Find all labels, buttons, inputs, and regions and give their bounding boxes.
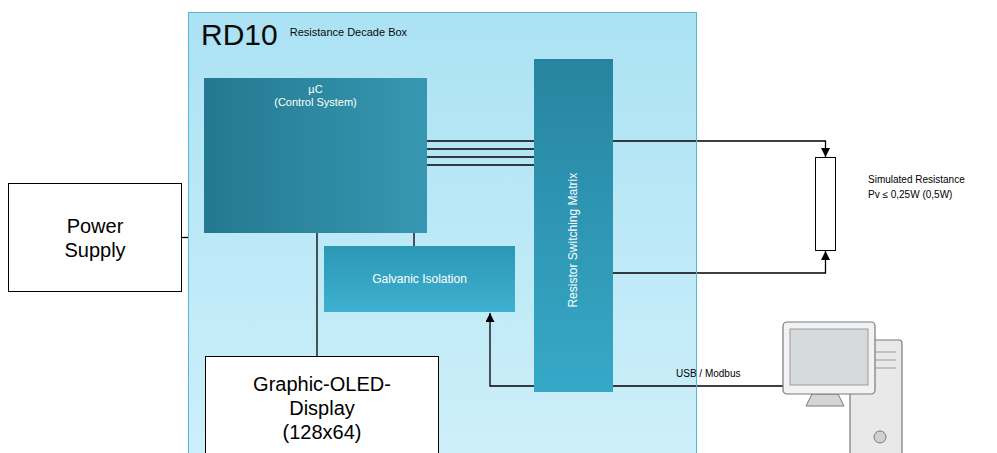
housing-fill [188, 12, 697, 453]
resistor-body [815, 157, 836, 251]
signal-line [316, 233, 317, 356]
box-label: (Control System) [274, 96, 357, 109]
box-label: Galvanic Isolation [372, 272, 467, 286]
text-holder: Simulated ResistancePv ≤ 0,25W (0,5W) [868, 173, 992, 202]
box-label: Graphic-OLED- Display (128x64) [250, 372, 395, 444]
isolation-box: Galvanic Isolation [324, 246, 515, 312]
device-subtitle: Resistance Decade Box [290, 26, 407, 39]
box-label: Resistor Switching Matrix [566, 173, 580, 308]
signal-line [613, 141, 826, 157]
connection-label: USB / Modbus [676, 368, 740, 379]
label-holder: USB / Modbus [676, 368, 740, 379]
signal-line [427, 156, 534, 157]
signal-line [613, 251, 826, 273]
switching-matrix: Resistor Switching Matrix [534, 59, 613, 392]
signal-line [413, 233, 414, 246]
text-holder: Galvanic Isolation [366, 266, 473, 292]
text-holder: Graphic-OLED- Display (128x64) [244, 366, 401, 450]
text-holder: Power Supply [44, 208, 146, 268]
signal-line [427, 140, 534, 141]
controller-box: µC(Control System) [204, 78, 427, 233]
text-holder: Resistor Switching Matrix [566, 173, 580, 308]
box-label: µC [274, 83, 357, 96]
display-box: Graphic-OLED- Display (128x64) [205, 356, 439, 453]
simulated-resistor: Simulated ResistancePv ≤ 0,25W (0,5W) [815, 157, 995, 251]
box-label: Power Supply [50, 214, 140, 262]
power-supply-box: Power Supply [8, 183, 182, 292]
computer-icon [783, 322, 902, 453]
text-holder: µC(Control System) [274, 78, 357, 109]
signal-line [427, 164, 534, 165]
device-housing: RD10 Resistance Decade Box µC(Control Syst… [188, 12, 697, 453]
power-rating: Pv ≤ 0,25W (0,5W) [868, 188, 992, 203]
text-holder: RD10 Resistance Decade Box [201, 17, 407, 53]
signal-line [427, 148, 534, 149]
device-title: RD10 [201, 17, 278, 53]
resistor-label: Simulated Resistance [868, 173, 992, 188]
